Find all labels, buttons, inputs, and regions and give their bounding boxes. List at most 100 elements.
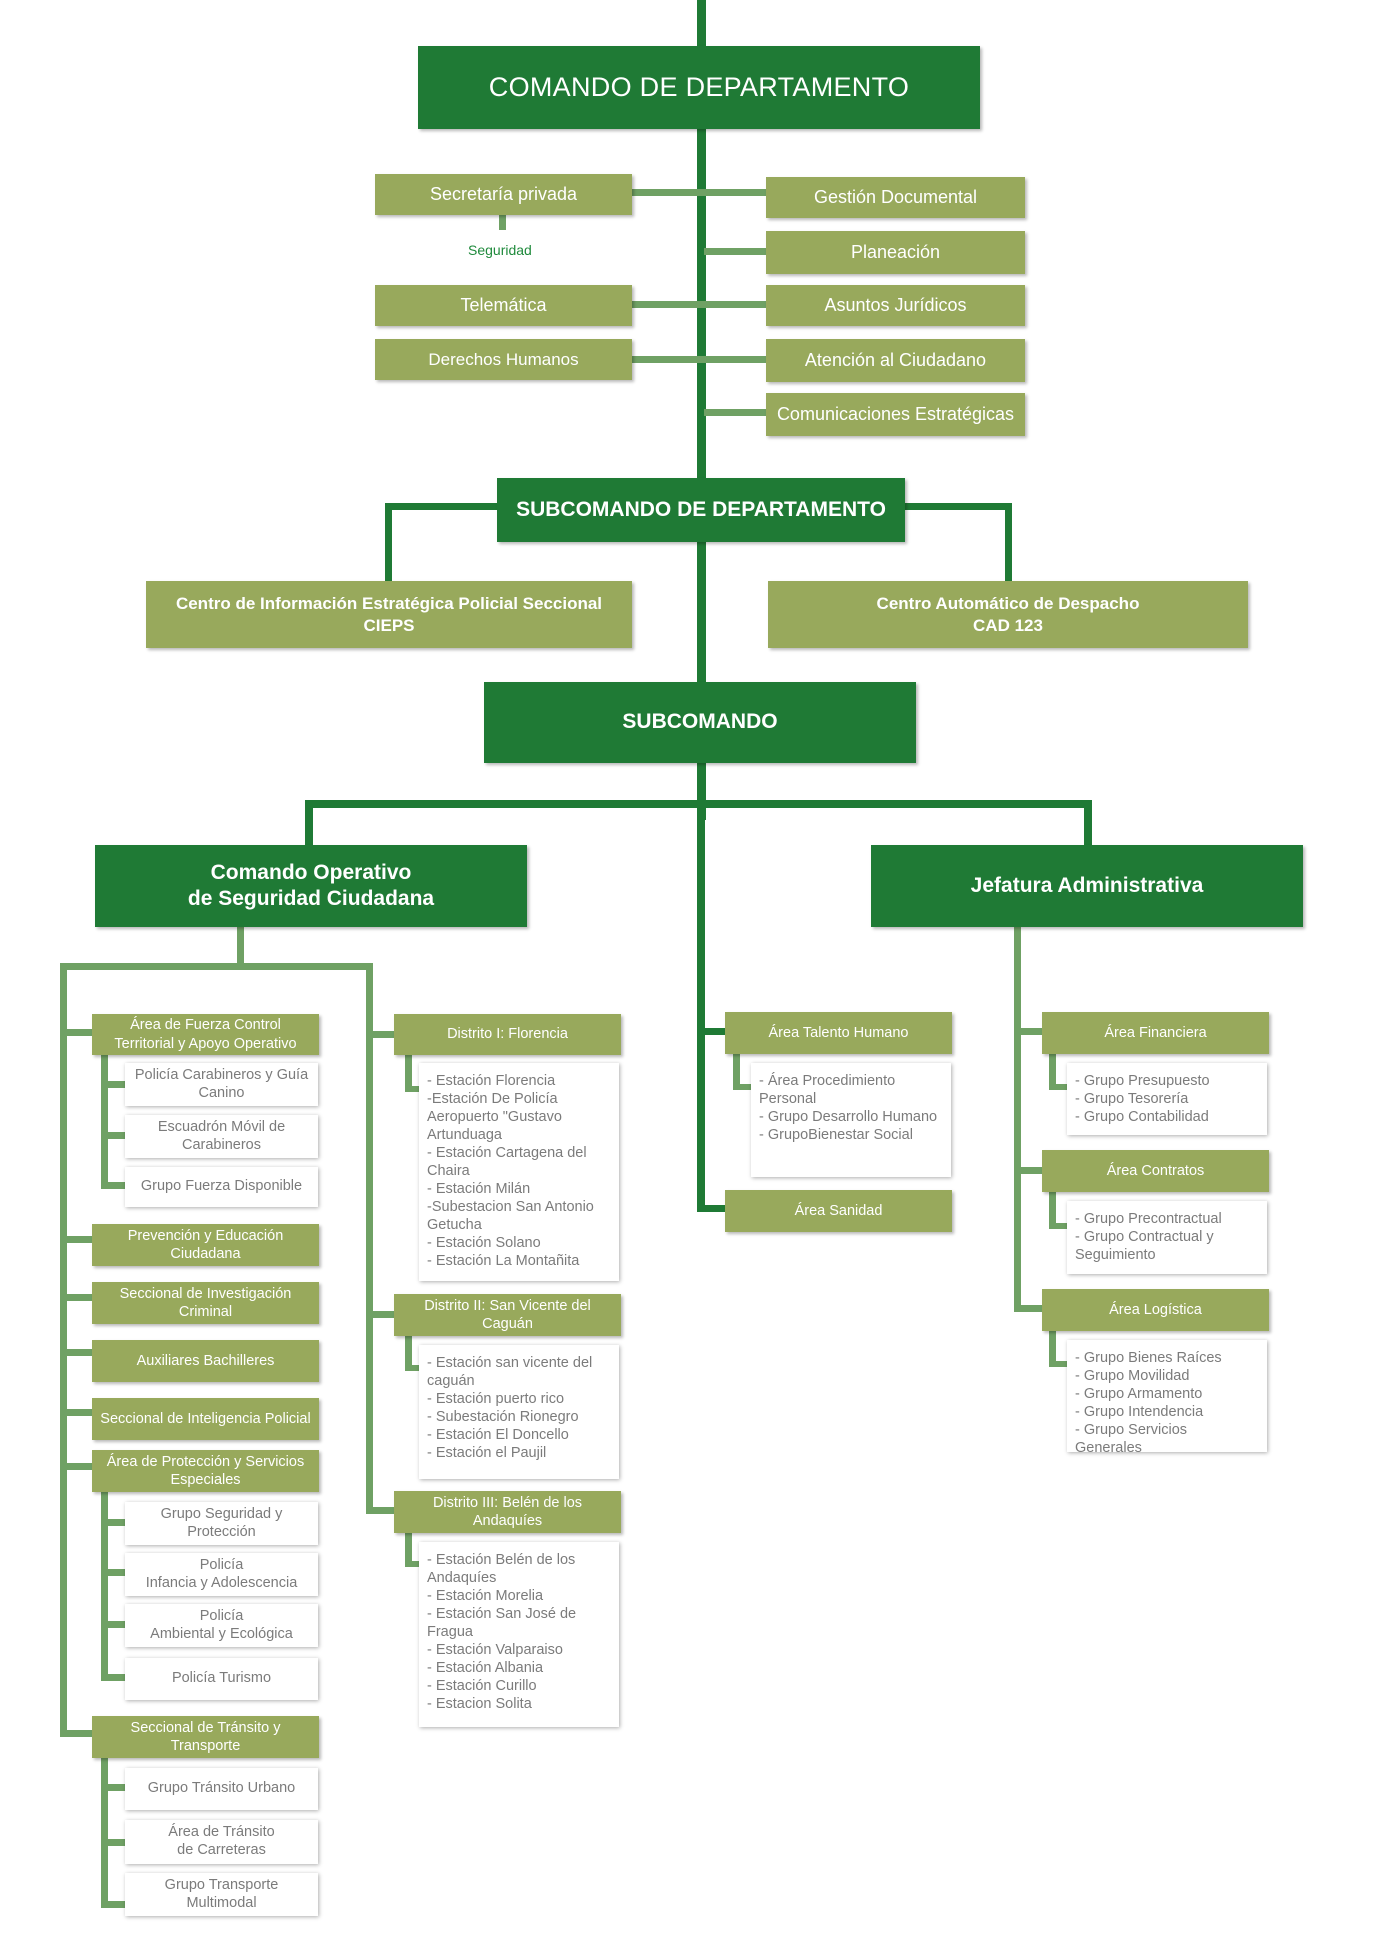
station-item: - Estación Florencia — [427, 1073, 556, 1089]
seguridad-label: Seguridad — [468, 242, 532, 258]
logistica-item: - Grupo Servicios Generales — [1075, 1421, 1188, 1456]
connector-seg-proteccion-h — [101, 1519, 125, 1526]
ambiental-line2: Ambiental y Ecológica — [150, 1625, 293, 1642]
connector-planeacion — [704, 248, 766, 255]
connector-urbano-h — [101, 1784, 125, 1791]
cieps-line1: Centro de Información Estratégica Polici… — [175, 594, 603, 614]
talento-humano-items: - Área Procedimiento Personal - Grupo De… — [751, 1063, 951, 1177]
carabineros-box: Policía Carabineros y Guía Canino — [125, 1063, 318, 1106]
connector-proteccion-h — [60, 1463, 94, 1470]
infancia-line1: Policía — [199, 1556, 244, 1573]
connector-comunicaciones — [704, 409, 766, 416]
connector-talento-items — [733, 1050, 740, 1090]
derechos-humanos-box: Derechos Humanos — [375, 339, 632, 380]
cosc-title-line1: Comando Operativo — [210, 860, 412, 884]
distrito1-title: Distrito I: Florencia — [394, 1014, 621, 1055]
subcomando-box: SUBCOMANDO — [484, 682, 916, 763]
connector-financiera-items-h — [1049, 1084, 1073, 1090]
connector-auxiliares-h — [60, 1349, 94, 1356]
station-item: - Estación La Montañita — [427, 1252, 580, 1269]
comando-departamento-box: COMANDO DE DEPARTAMENTO — [418, 46, 980, 129]
station-item: - Estación Milán — [427, 1180, 531, 1197]
sanidad-box: Área Sanidad — [725, 1190, 952, 1232]
financiera-item: - Grupo Tesorería — [1075, 1090, 1189, 1107]
cieps-box: Centro de Información Estratégica Polici… — [146, 581, 632, 648]
connector-multimodal-h — [101, 1901, 125, 1908]
logistica-item: - Grupo Movilidad — [1075, 1367, 1190, 1384]
station-item: - Subestación Rionegro — [427, 1408, 579, 1425]
connector-distrito2-items — [405, 1333, 412, 1371]
prevencion-box: Prevención y Educación Ciudadana — [92, 1224, 319, 1266]
connector-fuerza-sub-v — [101, 1050, 108, 1189]
distrito3-title: Distrito III: Belén de los Andaquíes — [394, 1491, 621, 1533]
jefatura-box: Jefatura Administrativa — [871, 845, 1303, 927]
connector-jefatura-down — [1014, 927, 1021, 1312]
talento-humano-box: Área Talento Humano — [725, 1012, 952, 1054]
station-item: -Subestacion San Antonio Getucha — [427, 1198, 594, 1233]
connector-derechos — [630, 356, 766, 363]
connector-proteccion-sub-v — [101, 1485, 108, 1681]
connector-cosc-down — [237, 927, 244, 966]
connector-escuadron-h — [101, 1132, 125, 1139]
station-item: - Estación san vicente del caguán — [427, 1355, 593, 1389]
connector-seguridad — [499, 215, 506, 230]
connector-financiera-items — [1049, 1050, 1056, 1090]
connector-distrito3-items-h — [405, 1561, 429, 1567]
multimodal-box: Grupo Transporte Multimodal — [125, 1873, 318, 1916]
multimodal-line2: Multimodal — [186, 1894, 257, 1911]
logistica-item: - Grupo Intendencia — [1075, 1403, 1204, 1420]
connector-subcomando-h — [305, 800, 1092, 808]
station-item: - Estación El Doncello — [427, 1426, 569, 1443]
talento-item: - Grupo Desarrollo Humano — [759, 1108, 938, 1125]
turismo-box: Policía Turismo — [125, 1658, 318, 1700]
connector-fuerza-h — [60, 1029, 94, 1036]
area-financiera-box: Área Financiera — [1042, 1012, 1269, 1054]
connector-inteligencia-h — [60, 1409, 94, 1416]
connector-distrito2-h — [366, 1311, 394, 1318]
connector-telematica — [630, 301, 766, 308]
connector-cad-h — [900, 503, 1012, 510]
cosc-box: Comando Operativo de Seguridad Ciudadana — [95, 845, 527, 927]
connector-distrito2-items-h — [405, 1365, 429, 1371]
talento-item: - GrupoBienestar Social — [759, 1126, 913, 1143]
connector-contratos-items — [1049, 1189, 1056, 1229]
distrito3-stations: - Estación Belén de los Andaquíes - Esta… — [419, 1542, 619, 1727]
station-item: - Estación Albania — [427, 1659, 544, 1676]
proteccion-box: Área de Protección y Servicios Especiale… — [92, 1450, 319, 1492]
escuadron-box: Escuadrón Móvil de Carabineros — [125, 1115, 318, 1158]
transito-urbano-box: Grupo Tránsito Urbano — [125, 1768, 318, 1810]
ambiental-box: Policía Ambiental y Ecológica — [125, 1604, 318, 1647]
financiera-item: - Grupo Contabilidad — [1075, 1108, 1209, 1125]
financiera-item: - Grupo Presupuesto — [1075, 1073, 1210, 1089]
connector-transito-sub-v — [101, 1752, 108, 1908]
transito-box: Seccional de Tránsito y Transporte — [92, 1716, 319, 1758]
carreteras-line2: de Carreteras — [177, 1842, 266, 1858]
distrito1-stations: - Estación Florencia -Estación De Policí… — [419, 1063, 619, 1281]
connector-financiera-h — [1014, 1028, 1042, 1035]
distrito2-stations: - Estación san vicente del caguán - Esta… — [419, 1345, 619, 1479]
comunicaciones-box: Comunicaciones Estratégicas — [766, 393, 1025, 436]
area-fuerza-control-box: Área de Fuerza Control Territorial y Apo… — [92, 1014, 319, 1055]
ambiental-line1: Policía — [199, 1607, 244, 1624]
station-item: - Estación San José de Fragua — [427, 1605, 577, 1640]
connector-cieps-h — [385, 503, 497, 510]
connector-distrito1-h — [366, 1031, 394, 1038]
connector-transito-h — [60, 1730, 94, 1737]
connector-contratos-items-h — [1049, 1223, 1073, 1229]
connector-cieps-v — [385, 503, 392, 581]
connector-infancia-h — [101, 1569, 125, 1576]
connector-logistica-h — [1014, 1305, 1042, 1312]
logistica-item: - Grupo Bienes Raíces — [1075, 1350, 1222, 1366]
talento-item: - Área Procedimiento Personal — [759, 1073, 896, 1107]
subcomando-departamento-box: SUBCOMANDO DE DEPARTAMENTO — [497, 478, 905, 542]
connector-secretaria — [630, 189, 766, 196]
station-item: - Estación Solano — [427, 1234, 541, 1251]
contratos-item: - Grupo Precontractual — [1075, 1211, 1222, 1227]
connector-jefatura-v — [1084, 800, 1092, 845]
cad-box: Centro Automático de Despacho CAD 123 — [768, 581, 1248, 648]
carreteras-box: Área de Tránsito de Carreteras — [125, 1820, 318, 1864]
financiera-items: - Grupo Presupuesto - Grupo Tesorería - … — [1067, 1063, 1267, 1135]
area-contratos-box: Área Contratos — [1042, 1150, 1269, 1192]
connector-logistica-items-h — [1049, 1361, 1073, 1367]
connector-contratos-h — [1014, 1167, 1042, 1174]
